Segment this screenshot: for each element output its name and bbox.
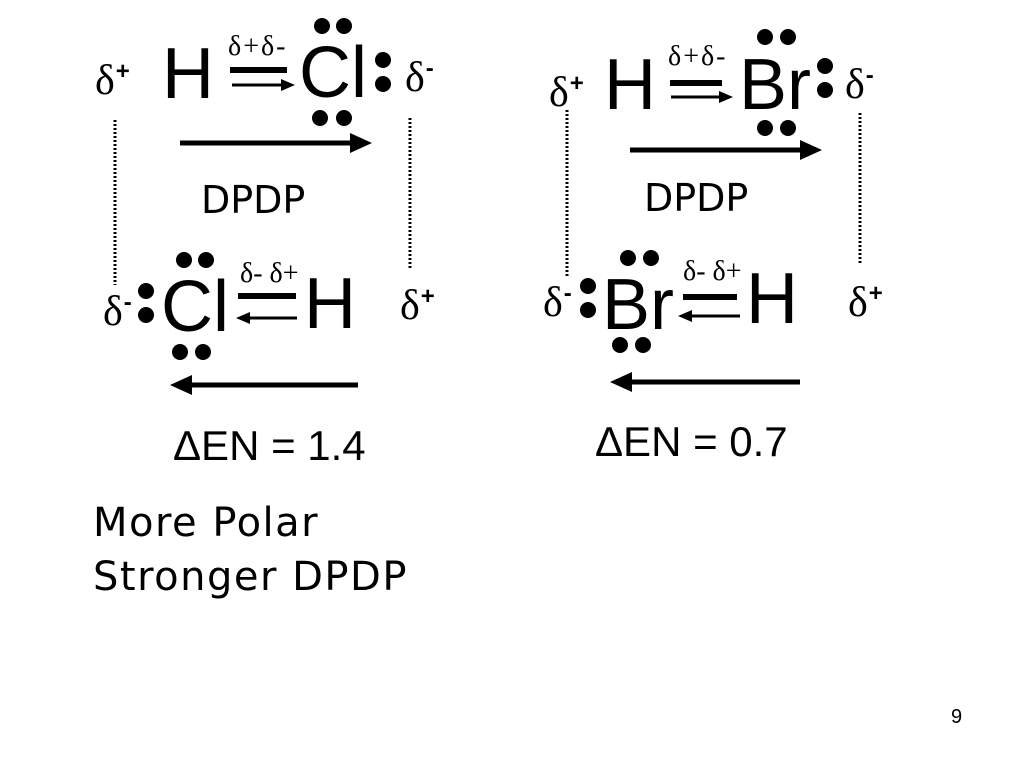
dipole-arrowhead [350,133,372,153]
lone-pair-electron [172,344,188,360]
lone-pair-electron [375,76,391,92]
lone-pair-electron [312,110,328,126]
charge-sign: + [868,280,883,307]
bond-dipole-arrowhead [678,310,692,322]
hbr-top-bromine-atom: Br [739,45,811,125]
dipole-arrowhead [610,372,632,392]
lone-pair-electron [336,18,352,34]
lone-pair-electron [757,120,773,136]
hcl-bottom-dipole-arrow [170,375,358,395]
charge-sign: - [865,62,874,89]
lone-pair-electron [635,337,651,353]
lone-pair-electron [138,283,154,299]
hbr-bottom-partial-charge-left: δ- [543,280,572,326]
lone-pair-electron [580,302,596,318]
hcl-bottom-chlorine-lone-pairs [138,252,214,360]
hbr-bottom-dipole-arrow [610,372,800,392]
hcl-top-partial-charge-right: δ- [405,55,434,101]
hbr-bottom-bond-polarity-label: δ- δ+ [683,256,742,287]
delta-symbol: δ [405,55,425,101]
charge-sign: + [115,58,130,85]
hcl-top-bond [230,67,295,91]
hbr-top-bromine-lone-pairs [757,29,833,136]
dipole-arrowhead [800,140,822,160]
hbr-top-bond-polarity-label: δ+δ- [668,41,728,72]
hbr-top-bond [670,80,733,103]
hbr-bottom-partial-charge-right: δ+ [848,280,883,326]
charge-sign: - [425,55,434,82]
lone-pair-electron [620,250,636,266]
hcl-bottom-bond-polarity-label: δ- δ+ [240,258,299,289]
hcl-top-chlorine-lone-pairs [312,18,391,126]
hbr-bottom-bromine-atom: Br [602,265,674,345]
conclusion-line: Stronger DPDP [93,554,408,600]
lone-pair-electron [375,52,391,68]
lone-pair-electron [195,344,211,360]
lone-pair-electron [176,252,192,268]
lone-pair-electron [336,110,352,126]
hcl-bottom-partial-charge-right: δ+ [400,283,435,329]
hcl-top-partial-charge-left: δ+ [95,58,130,104]
page-number: 9 [951,706,963,728]
delta-symbol: δ [543,280,563,326]
hcl-top-dipole-arrow [180,133,372,153]
lone-pair-electron [780,120,796,136]
conclusion-line: More Polar [93,500,320,546]
hcl-bottom-hydrogen-atom: H [304,264,356,344]
lone-pair-electron [580,278,596,294]
delta-symbol: δ [95,58,115,104]
lone-pair-electron [817,58,833,74]
dipole-arrowhead [170,375,192,395]
lone-pair-electron [198,252,214,268]
delta-symbol: δ [848,280,868,326]
hbr-interaction-label: DPDP [644,176,749,220]
hbr-top-partial-charge-left: δ+ [549,70,584,116]
delta-symbol: δ [103,289,123,335]
hcl-bottom-partial-charge-left: δ- [103,289,132,335]
bond-dipole-arrowhead [236,312,250,324]
lone-pair-electron [780,29,796,45]
bond-dipole-arrowhead [719,91,733,103]
charge-sign: - [123,289,132,316]
hcl-interaction-label: DPDP [201,178,306,222]
hbr-panel-graphics [565,29,862,392]
hcl-top-hydrogen-atom: H [162,34,214,114]
hbr-bottom-hydrogen-atom: H [746,259,798,339]
lone-pair-electron [138,307,154,323]
bond-dipole-arrowhead [281,79,295,91]
hbr-top-dipole-arrow [630,140,822,160]
lone-pair-electron [817,82,833,98]
lone-pair-electron [643,250,659,266]
delta-symbol: δ [845,62,865,108]
hbr-electronegativity-difference: ΔEN = 0.7 [595,418,788,465]
hcl-panel-graphics [113,18,412,395]
delta-symbol: δ [400,283,420,329]
hcl-bottom-bond [236,293,297,324]
charge-sign: + [569,70,584,97]
hcl-electronegativity-difference: ΔEN = 1.4 [173,422,366,469]
hcl-bottom-chlorine-atom: Cl [161,267,229,347]
lone-pair-electron [757,29,773,45]
hcl-top-bond-polarity-label: δ+δ- [228,31,288,62]
delta-symbol: δ [549,70,569,116]
hbr-top-partial-charge-right: δ- [845,62,874,108]
lone-pair-electron [314,18,330,34]
charge-sign: + [420,283,435,310]
hbr-top-hydrogen-atom: H [604,45,656,125]
charge-sign: - [563,280,572,307]
hcl-top-chlorine-atom: Cl [299,33,367,113]
hbr-bottom-bromine-lone-pairs [580,250,659,353]
lone-pair-electron [612,337,628,353]
hbr-bottom-bond [678,294,740,322]
